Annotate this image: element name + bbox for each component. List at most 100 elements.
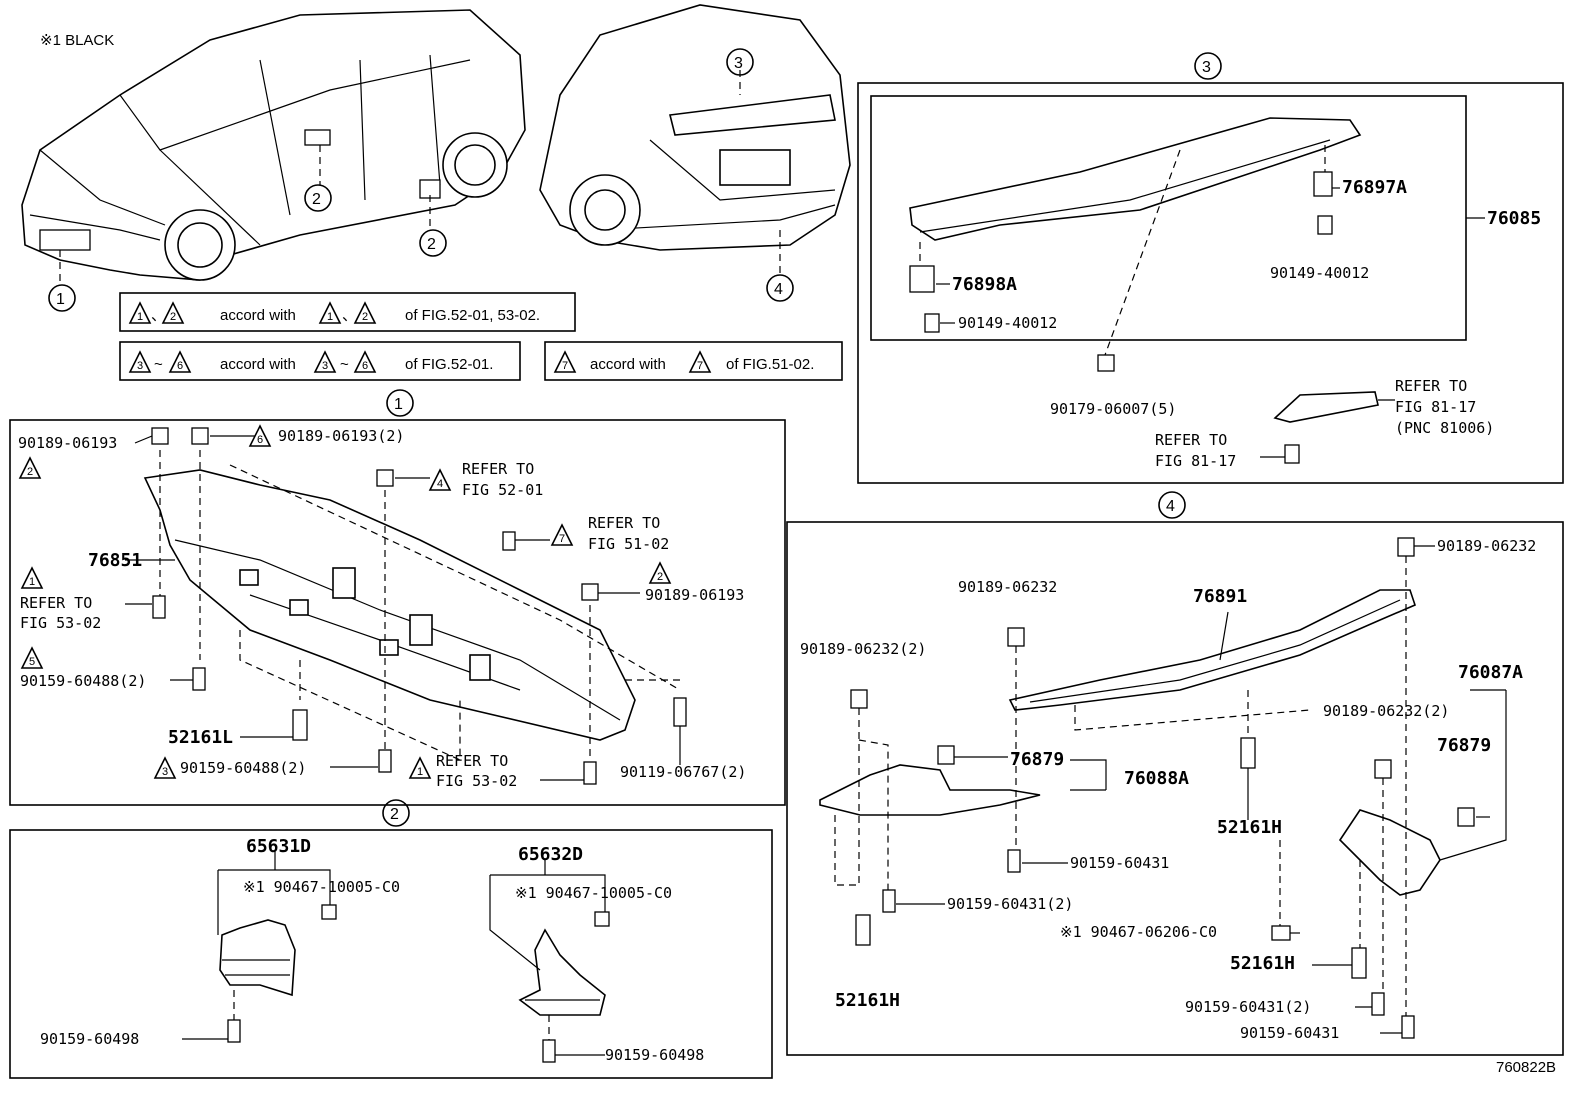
svg-text:2: 2 xyxy=(27,466,33,478)
clip-65632D xyxy=(594,911,610,927)
s3-refer-1: REFER TO xyxy=(1395,377,1467,395)
clip-90189-06232-d xyxy=(1374,759,1392,779)
s1-refer-1: REFER TO xyxy=(462,460,534,478)
clip-90189-06232-c xyxy=(850,689,868,709)
bracket-76897A xyxy=(1313,171,1333,197)
s1-refer-3: REFER TO xyxy=(20,594,92,612)
s4-label-90189-06232-b: 90189-06232 xyxy=(958,578,1057,596)
s1-label-90159-60488-b: 90159-60488(2) xyxy=(180,759,306,777)
section-3-frame xyxy=(857,82,1564,484)
rear-undercover-76088A xyxy=(819,764,1041,816)
svg-text:1: 1 xyxy=(394,396,403,413)
s4-part-76879-b: 76879 xyxy=(1437,735,1491,756)
s4-part-52161H-b: 52161H xyxy=(835,990,900,1011)
bolt-90159-60431-c xyxy=(1371,992,1385,1016)
svg-text:3: 3 xyxy=(322,360,328,372)
s4-part-76891: 76891 xyxy=(1193,586,1247,607)
svg-text:2: 2 xyxy=(427,236,436,253)
s4-label-90467-06206: ※1 90467-06206-C0 xyxy=(1060,923,1217,941)
clip-90179 xyxy=(1097,354,1115,372)
nut-90467-06206 xyxy=(1271,925,1291,941)
bolt-90159-60431-a xyxy=(1007,849,1021,873)
svg-text:4: 4 xyxy=(774,281,783,298)
svg-text:3: 3 xyxy=(137,360,143,372)
svg-text:2: 2 xyxy=(362,311,368,323)
s1-part-76851: 76851 xyxy=(88,550,142,571)
circle-marker-1: 1 xyxy=(386,389,414,417)
clip-3 xyxy=(376,469,394,487)
circle-marker-2: 2 xyxy=(382,799,410,827)
svg-text:、: 、 xyxy=(342,307,357,324)
s1-fig-53-02-a: FIG 53-02 xyxy=(20,614,101,632)
bolt-7 xyxy=(192,667,206,691)
clip-76879-a xyxy=(937,745,955,765)
rear-undercover-76087A xyxy=(1338,809,1441,896)
circle-marker-2-car-b: 2 xyxy=(419,229,447,257)
s4-label-90189-06232-2-a: 90189-06232(2) xyxy=(800,640,926,658)
s1-refer-2: REFER TO xyxy=(588,514,660,532)
section-1-frame xyxy=(9,419,786,806)
s3-pnc-81006: (PNC 81006) xyxy=(1395,419,1494,437)
bolt-11 xyxy=(673,697,687,727)
s1-label-90189-06193-a: 90189-06193 xyxy=(18,434,117,452)
s2-part-65632D: 65632D xyxy=(518,844,583,865)
svg-text:2: 2 xyxy=(657,571,663,583)
pin-52161H-c xyxy=(1351,947,1367,979)
s4-label-90159-60431-2-b: 90159-60431(2) xyxy=(1185,998,1311,1016)
bolt-9 xyxy=(378,749,392,773)
circle-marker-3: 3 xyxy=(1194,52,1222,80)
front-car-illustration xyxy=(21,9,526,281)
svg-text:6: 6 xyxy=(177,360,183,372)
s3-label-90149-40012-b: 90149-40012 xyxy=(958,314,1057,332)
s4-label-90189-06232-2-b: 90189-06232(2) xyxy=(1323,702,1449,720)
clip-65631D xyxy=(321,904,337,920)
svg-text:accord with: accord with xyxy=(220,356,296,373)
bracket-76898A xyxy=(909,265,935,293)
s2-label-90159-60498-a: 90159-60498 xyxy=(40,1030,139,1048)
s3-part-76898A: 76898A xyxy=(952,274,1017,295)
svg-text:6: 6 xyxy=(257,434,263,446)
svg-text:2: 2 xyxy=(312,191,321,208)
s1-part-52161L: 52161L xyxy=(168,727,233,748)
clip-90189-06232-b xyxy=(1007,627,1025,647)
note-box-1: 1 、 2 accord with 1 、 2 of FIG.52-01, 53… xyxy=(119,292,576,332)
svg-text:5: 5 xyxy=(29,656,35,668)
bolt-90159-60431-d xyxy=(1401,1015,1415,1039)
pin-52161H-b xyxy=(855,914,871,946)
s2-label-90159-60498-b: 90159-60498 xyxy=(605,1046,704,1064)
stop-lamp xyxy=(1273,391,1379,423)
svg-text:6: 6 xyxy=(362,360,368,372)
clip-90189-06232-a xyxy=(1397,537,1415,557)
pin-52161H-a xyxy=(1240,737,1256,769)
clip-1 xyxy=(151,427,169,445)
note-box-3: 7 accord with 7 of FIG.51-02. xyxy=(544,341,843,381)
s4-label-90159-60431-2-a: 90159-60431(2) xyxy=(947,895,1073,913)
s3-fig-81-17-a: FIG 81-17 xyxy=(1395,398,1476,416)
s4-label-90159-60431-a: 90159-60431 xyxy=(1070,854,1169,872)
s3-part-76897A: 76897A xyxy=(1342,177,1407,198)
circle-marker-1-car: 1 xyxy=(48,284,76,312)
s4-part-76088A: 76088A xyxy=(1124,768,1189,789)
clip-76879-b xyxy=(1457,807,1475,827)
circle-marker-4-car: 4 xyxy=(766,274,794,302)
s4-label-90189-06232-a: 90189-06232 xyxy=(1437,537,1536,555)
svg-text:~: ~ xyxy=(340,356,349,373)
svg-text:2: 2 xyxy=(390,806,399,823)
s1-label-90189-06193-2: 90189-06193(2) xyxy=(278,427,404,445)
s1-fig-52-01: FIG 52-01 xyxy=(462,481,543,499)
bolt-90149-a xyxy=(1317,215,1333,235)
s3-refer-2: REFER TO xyxy=(1155,431,1227,449)
svg-text:1: 1 xyxy=(29,576,35,588)
svg-text:3: 3 xyxy=(734,55,743,72)
svg-text:of FIG.51-02.: of FIG.51-02. xyxy=(726,356,814,373)
s2-label-90467-10005-b: ※1 90467-10005-C0 xyxy=(515,884,672,902)
svg-text:2: 2 xyxy=(170,311,176,323)
svg-text:3: 3 xyxy=(1202,59,1211,76)
mudguard-65632D xyxy=(518,928,606,1016)
section-1-undercover xyxy=(143,469,636,741)
bolt-6 xyxy=(152,595,166,619)
bolt-65631D xyxy=(227,1019,241,1043)
s1-label-90189-06193-b: 90189-06193 xyxy=(645,586,744,604)
clip-5 xyxy=(581,583,599,601)
